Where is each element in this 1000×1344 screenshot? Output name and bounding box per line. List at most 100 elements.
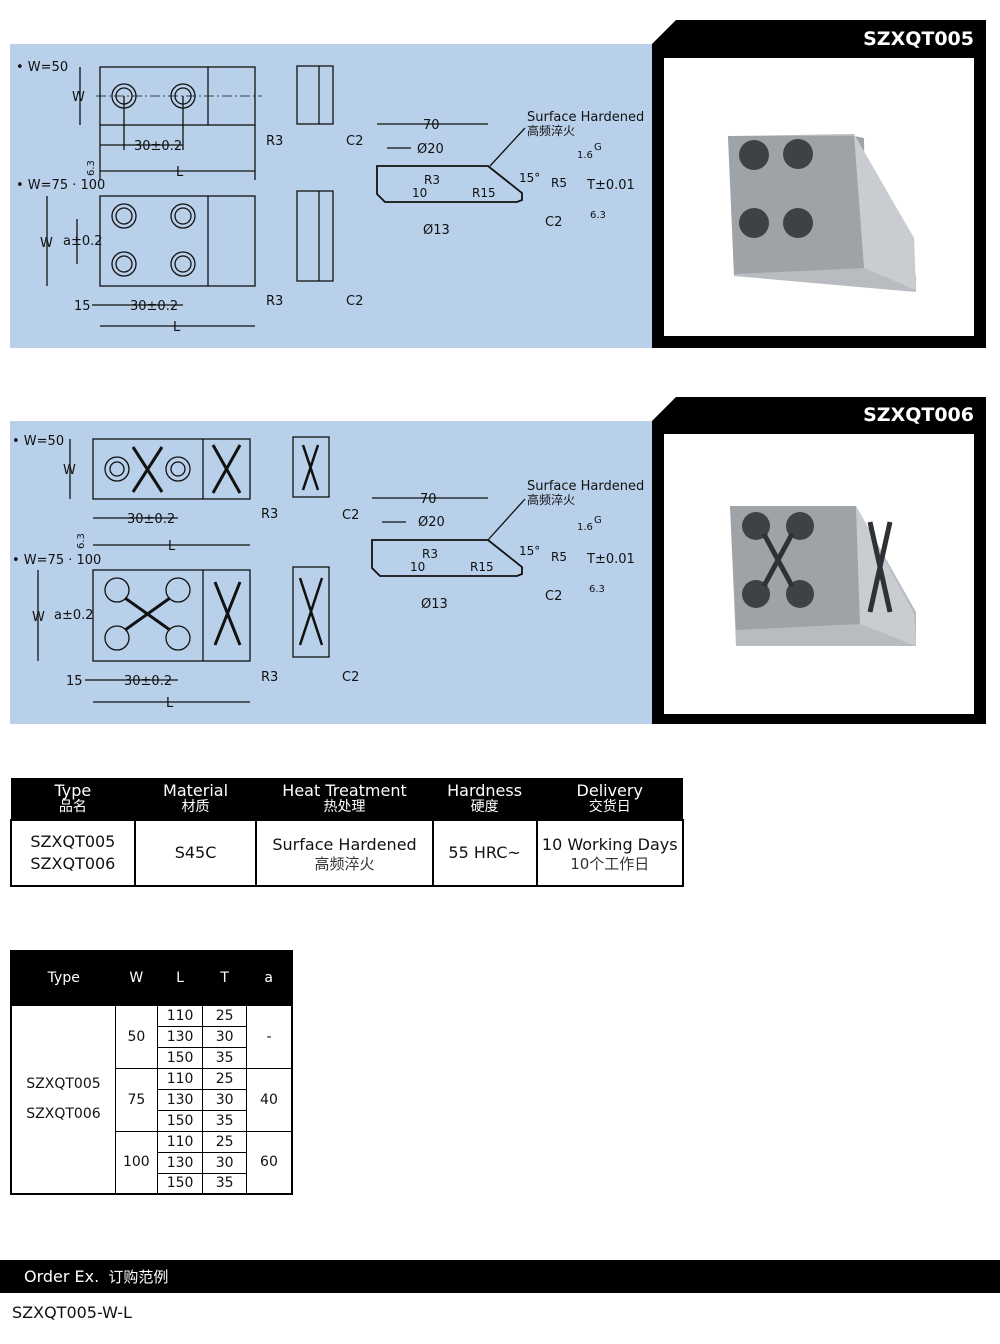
svg-text:Ø20: Ø20	[417, 142, 444, 157]
svg-text:W: W	[40, 236, 53, 251]
svg-text:Ø20: Ø20	[418, 515, 445, 530]
svg-text:R5: R5	[551, 550, 567, 564]
svg-text:高频淬火: 高频淬火	[527, 492, 575, 507]
product-photo	[664, 58, 974, 336]
product-photo	[664, 434, 974, 714]
w-cell: 50	[114, 1004, 158, 1069]
header-w: W	[115, 951, 158, 1005]
product-card-szxqt005: SZXQT005	[652, 20, 986, 348]
svg-text:高频淬火: 高频淬火	[527, 123, 575, 138]
l-cell: 110	[156, 1067, 204, 1090]
t-cell: 25	[202, 1130, 247, 1153]
product-code: SZXQT006	[863, 404, 974, 426]
header-l: L	[157, 951, 203, 1005]
svg-text:6.3: 6.3	[589, 584, 605, 595]
svg-text:T±0.01: T±0.01	[586, 178, 635, 193]
svg-text:L: L	[168, 539, 176, 554]
svg-text:W: W	[32, 610, 45, 625]
svg-text:C2: C2	[346, 294, 363, 309]
svg-text:30±0.2: 30±0.2	[127, 512, 175, 527]
drawing-panel-szxqt006: • W=50 W 30±0.2 L 6.3 • W=75 · 100 W a±0…	[10, 421, 652, 724]
svg-text:Surface Hardened: Surface Hardened	[527, 110, 644, 125]
svg-text:Surface Hardened: Surface Hardened	[527, 479, 644, 494]
svg-text:• W=50: • W=50	[12, 434, 64, 449]
metal-block-image	[730, 506, 916, 646]
material-cell: S45C	[133, 819, 258, 887]
metal-block-image	[728, 134, 916, 292]
t-cell: 35	[202, 1046, 247, 1069]
technical-drawing: • W=50 W 30±0.2 L 6.3 • W=75 · 100 W a±0…	[12, 434, 644, 711]
svg-text:6.3: 6.3	[76, 533, 87, 549]
svg-text:• W=75 · 100: • W=75 · 100	[12, 553, 101, 568]
svg-text:L: L	[176, 165, 184, 180]
svg-text:70: 70	[420, 492, 437, 507]
svg-text:R3: R3	[266, 294, 283, 309]
svg-text:W: W	[72, 90, 85, 105]
svg-text:R15: R15	[472, 186, 496, 200]
l-cell: 110	[156, 1004, 204, 1027]
l-cell: 130	[156, 1151, 204, 1174]
t-cell: 30	[202, 1025, 247, 1048]
t-cell: 35	[202, 1109, 247, 1132]
l-cell: 150	[156, 1172, 204, 1195]
svg-text:30±0.2: 30±0.2	[130, 299, 178, 314]
svg-text:70: 70	[423, 118, 440, 133]
technical-drawing: • W=50 W 30±0.2 L 6.3 • W=75 · 100 W a±0…	[16, 60, 644, 335]
svg-text:R3: R3	[261, 507, 278, 522]
header-t: T	[202, 951, 247, 1005]
svg-text:Ø13: Ø13	[423, 223, 450, 238]
svg-text:R3: R3	[266, 134, 283, 149]
order-example-bar: Order Ex. 订购范例	[0, 1260, 1000, 1293]
svg-text:R15: R15	[470, 560, 494, 574]
svg-text:R5: R5	[551, 176, 567, 190]
l-cell: 150	[156, 1046, 204, 1069]
svg-text:10: 10	[410, 560, 425, 574]
svg-text:C2: C2	[545, 589, 562, 604]
svg-text:30±0.2: 30±0.2	[124, 674, 172, 689]
svg-text:15°: 15°	[519, 544, 540, 558]
l-cell: 130	[156, 1088, 204, 1111]
order-label-cn: 订购范例	[108, 1268, 169, 1286]
a-cell: 60	[245, 1130, 293, 1195]
l-cell: 130	[156, 1025, 204, 1048]
svg-text:W: W	[63, 463, 76, 478]
w-cell: 100	[114, 1130, 158, 1195]
svg-text:G: G	[594, 515, 602, 526]
svg-text:a±0.2: a±0.2	[63, 234, 103, 249]
product-card-szxqt006: SZXQT006	[652, 397, 986, 724]
svg-text:30±0.2: 30±0.2	[134, 139, 182, 154]
svg-text:R3: R3	[261, 670, 278, 685]
t-cell: 25	[202, 1004, 247, 1027]
svg-text:15: 15	[66, 674, 83, 689]
svg-text:L: L	[166, 696, 174, 711]
svg-text:R3: R3	[422, 547, 438, 561]
svg-text:1.6: 1.6	[577, 150, 593, 161]
t-cell: 25	[202, 1067, 247, 1090]
hardness-cell: 55 HRC~	[431, 819, 538, 887]
svg-text:C2: C2	[545, 215, 562, 230]
svg-text:15: 15	[74, 299, 91, 314]
drawing-panel-szxqt005: • W=50 W 30±0.2 L 6.3 • W=75 · 100 W a±0…	[10, 44, 652, 348]
w-cell: 75	[114, 1067, 158, 1132]
svg-text:Ø13: Ø13	[421, 597, 448, 612]
l-cell: 150	[156, 1109, 204, 1132]
